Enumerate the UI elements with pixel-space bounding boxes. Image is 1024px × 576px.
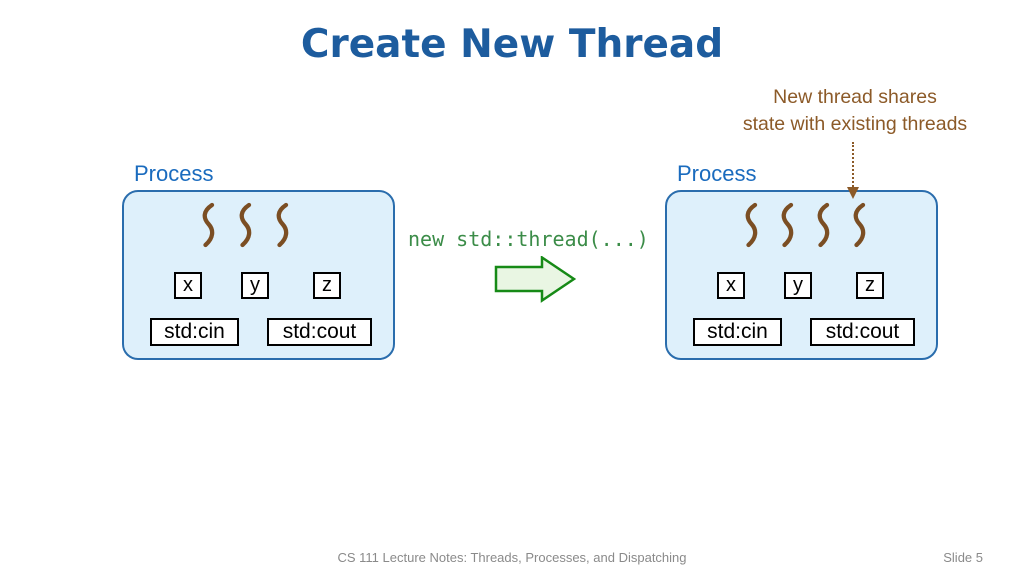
variable-box-z: z: [856, 272, 884, 299]
annotation-line-1: New thread shares: [773, 86, 937, 108]
variable-box-x: x: [174, 272, 202, 299]
thread-squiggle-icon: [777, 202, 797, 248]
process-left: Process x y z std:cin std:cout: [122, 161, 395, 361]
variable-box-y: y: [784, 272, 812, 299]
variables-row-left: x y z: [124, 272, 393, 300]
variable-box-z: z: [313, 272, 341, 299]
annotation-line-2: state with existing threads: [742, 113, 968, 135]
slide-title: Create New Thread: [300, 22, 724, 67]
thread-squiggle-icon: [741, 202, 761, 248]
footer-lecture-title: CS 111 Lecture Notes: Threads, Processes…: [337, 550, 687, 565]
process-right: Process x y z std:cin std:cout: [665, 161, 938, 361]
io-box-std-cout: std:cout: [810, 318, 915, 346]
io-box-std-cin: std:cin: [693, 318, 782, 346]
process-left-box: x y z std:cin std:cout: [122, 190, 395, 360]
annotation-text: New thread shares state with existing th…: [700, 84, 1010, 138]
thread-squiggle-icon: [198, 202, 218, 248]
io-row-right: std:cin std:cout: [667, 318, 936, 346]
io-row-left: std:cin std:cout: [124, 318, 393, 346]
thread-row-left: [198, 202, 292, 248]
thread-squiggle-icon: [849, 202, 869, 248]
dotted-arrowhead-icon: [847, 187, 859, 199]
thread-squiggle-icon: [272, 202, 292, 248]
dotted-down-arrow-icon: [852, 142, 854, 187]
thread-squiggle-icon: [235, 202, 255, 248]
thread-squiggle-icon: [813, 202, 833, 248]
io-box-std-cout: std:cout: [267, 318, 372, 346]
thread-create-code: new std::thread(...): [408, 227, 649, 251]
variables-row-right: x y z: [667, 272, 936, 300]
io-box-std-cin: std:cin: [150, 318, 239, 346]
process-left-label: Process: [134, 161, 214, 186]
process-right-label: Process: [677, 161, 757, 186]
footer-slide-number: Slide 5: [943, 550, 983, 565]
process-right-box: x y z std:cin std:cout: [665, 190, 938, 360]
variable-box-x: x: [717, 272, 745, 299]
right-block-arrow-icon: [494, 256, 576, 303]
thread-row-right: [741, 202, 869, 248]
variable-box-y: y: [241, 272, 269, 299]
